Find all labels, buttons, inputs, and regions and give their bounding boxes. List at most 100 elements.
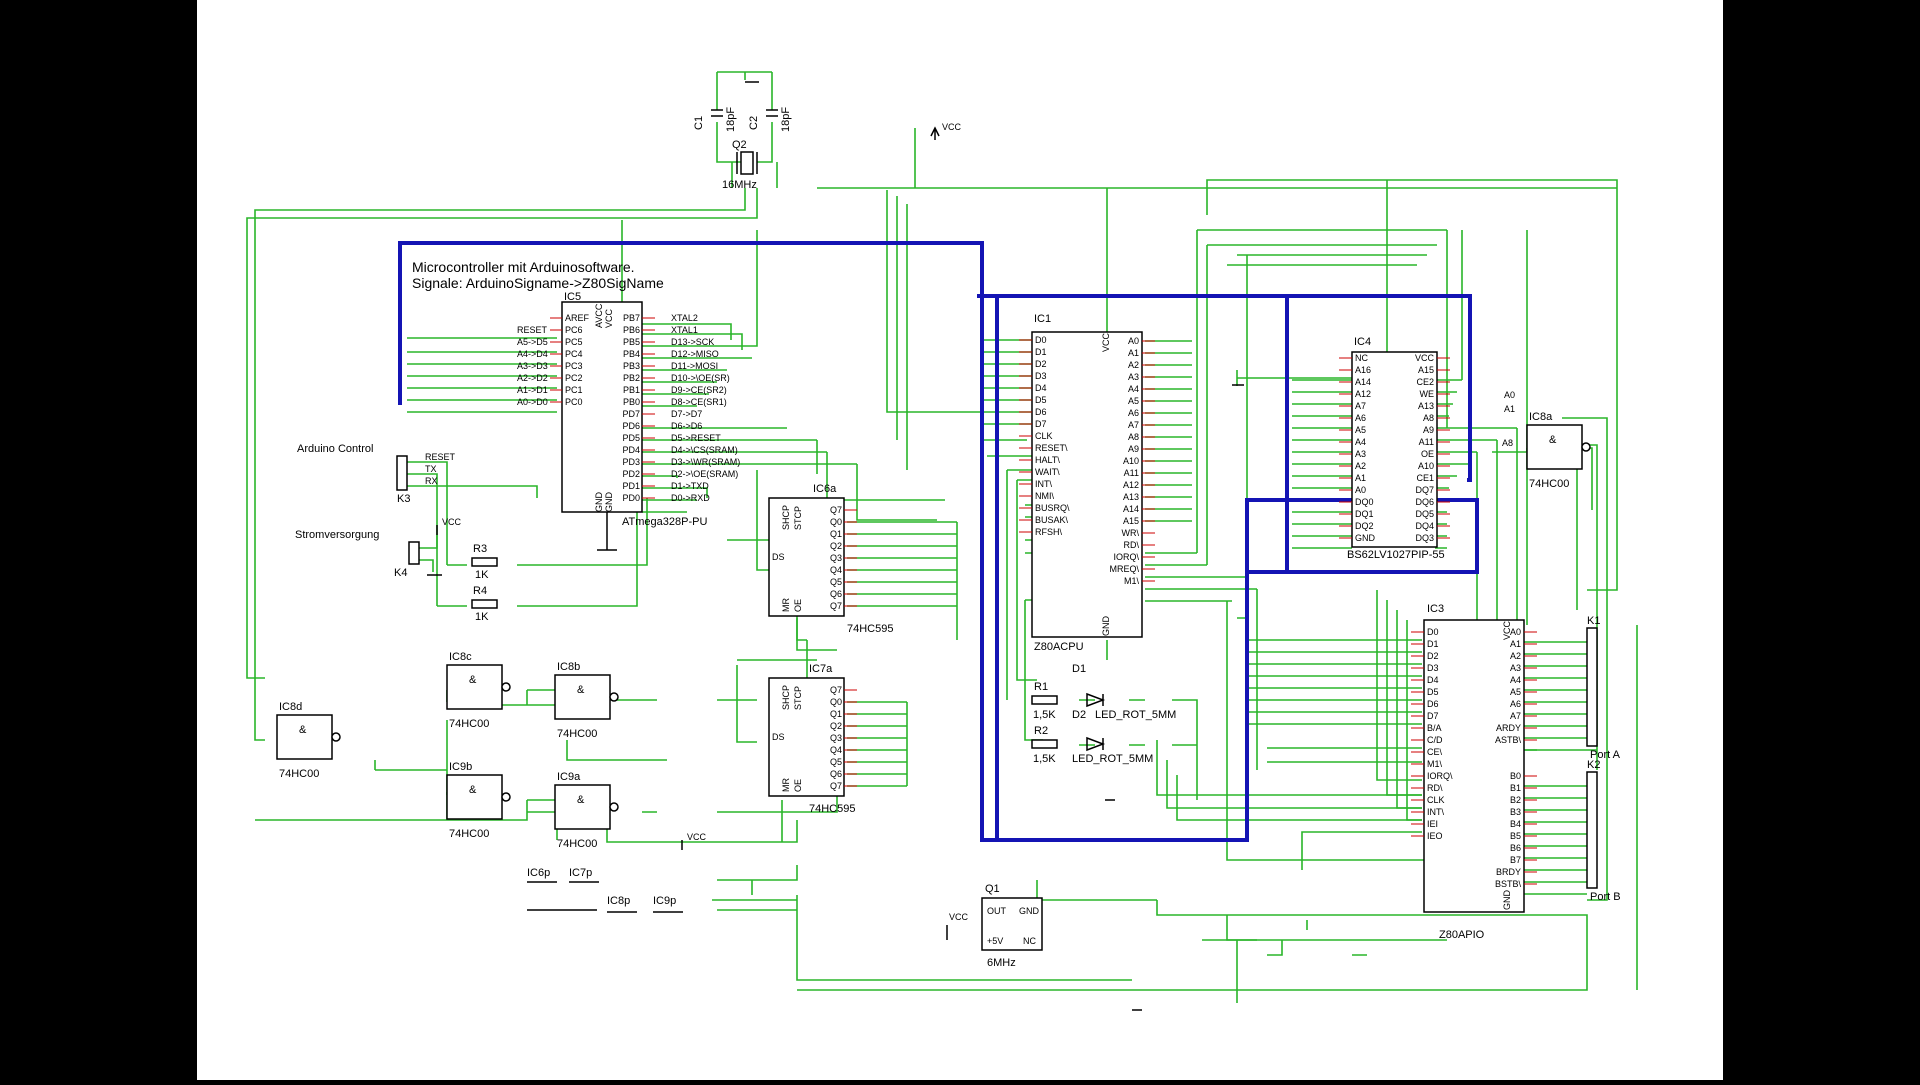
nand-gates: IC8c&74HC00IC8b&74HC00IC8d&74HC00IC9b&74… (276, 411, 1591, 850)
gate-ic8b: IC8b&74HC00 (554, 661, 619, 740)
ic3-left-pin-8: B/A (1427, 723, 1442, 733)
ic5-sigR-pin-7: D8->CE(SR1) (671, 397, 727, 407)
ic5-sigL-pin-1: A5->D5 (517, 337, 548, 347)
q1-nc: NC (1023, 936, 1036, 946)
ic5-right-pin-10: PD5 (622, 433, 640, 443)
ic4-right-pin-13: DQ5 (1415, 509, 1434, 519)
ic9p-name: IC9p (653, 895, 676, 907)
gate-symbol: & (299, 724, 307, 736)
ic5-sigL-pin-2: A4->D4 (517, 349, 548, 359)
ic6a-name: IC6a (813, 483, 837, 495)
ic3-gnd: GND (1502, 890, 1512, 911)
ic4-right-pin-8: OE (1421, 449, 1434, 459)
ic6a-out-pin-4: Q3 (830, 553, 842, 563)
gate-name: IC9a (557, 771, 581, 783)
q1-5v: +5V (987, 936, 1003, 946)
ic5-left-pin-0: AREF (565, 313, 590, 323)
ic4-right-pin-3: WE (1420, 389, 1435, 399)
gate-name: IC9b (449, 761, 472, 773)
ic4-right-pins: VCCA15CE2WEA13A8A9A11OEA10CE1DQ7DQ6DQ5DQ… (1415, 353, 1450, 543)
ic6a-out-pin-2: Q1 (830, 529, 842, 539)
ic4-right-pin-11: DQ7 (1415, 485, 1434, 495)
gate-symbol: & (469, 784, 477, 796)
ic4-part: BS62LV1027PIP-55 (1347, 549, 1445, 561)
ic3-left-pin-7: D7 (1427, 711, 1439, 721)
ic1-right-pin-13: A13 (1123, 492, 1139, 502)
ic1-right-pin-7: A7 (1128, 420, 1139, 430)
gate-symbol: & (577, 794, 585, 806)
ic3-rb-pin-1: B1 (1510, 783, 1521, 793)
gate-inverter-bubble (501, 792, 511, 802)
gate-inverter-bubble (331, 732, 341, 742)
ic1-left-pin-13: NMI\ (1035, 491, 1054, 501)
k3-tx: TX (425, 464, 437, 474)
ic1-z80cpu: IC1 Z80ACPU VCC GND D0D1D2D3D4D5D6D7CLKR… (1019, 313, 1155, 653)
ic4-right-pin-9: A10 (1418, 461, 1434, 471)
arduino-control-label: Arduino Control (297, 443, 373, 455)
ic3-rb-pin-8: BRDY (1496, 867, 1521, 877)
r4-value: 1K (475, 611, 489, 623)
q1-gnd: GND (1019, 906, 1040, 916)
ic4-right-pin-2: CE2 (1416, 377, 1434, 387)
gate-part: 74HC00 (449, 718, 489, 730)
ic4-sram: IC4 BS62LV1027PIP-55 NCA16A14A12A7A6A5A4… (1339, 336, 1515, 561)
ic1-left-pin-4: D4 (1035, 383, 1047, 393)
ic3-ra-pin-0: A0 (1510, 627, 1521, 637)
ic6a-shcp: SHCP (781, 505, 791, 530)
ic4-right-pin-5: A8 (1423, 413, 1434, 423)
ic4-left-pin-1: A16 (1355, 365, 1371, 375)
gate-part: 74HC00 (449, 828, 489, 840)
ic1-left-pin-0: D0 (1035, 335, 1047, 345)
ic5-sigL-pin-4: A2->D2 (517, 373, 548, 383)
ic3-left-pin-1: D1 (1427, 639, 1439, 649)
ic7a-name: IC7a (809, 663, 833, 675)
ic5-right-pin-13: PD2 (622, 469, 640, 479)
ic5-vcc: VCC (604, 308, 614, 328)
ic4-right-pin-7: A11 (1419, 437, 1434, 447)
ic7a-out-pin-6: Q5 (830, 757, 842, 767)
ic7a-out-pin-2: Q1 (830, 709, 842, 719)
ic5-sigL-pin-0: RESET (517, 325, 548, 335)
ic4-right-pin-15: DQ3 (1415, 533, 1434, 543)
ic5-sigR-pin-6: D9->CE(SR2) (671, 385, 727, 395)
ic3-ra-pin-7: A7 (1510, 711, 1521, 721)
ic3-rb-pin-0: B0 (1510, 771, 1521, 781)
ic5-sigL-pin-6: A0->D0 (517, 397, 548, 407)
ic5-right-pin-15: PD0 (622, 493, 640, 503)
ic5-sigR-pin-12: D3->\WR(SRAM) (671, 457, 740, 467)
gate-symbol: & (1549, 434, 1557, 446)
ic3-rb-pin-5: B5 (1510, 831, 1521, 841)
ic1-left-pin-6: D6 (1035, 407, 1047, 417)
ic7a-out-pin-8: Q7 (830, 781, 842, 791)
ic3-left-pin-3: D3 (1427, 663, 1439, 673)
ic7a-shcp: SHCP (781, 685, 791, 710)
gate-inverter-bubble (501, 682, 511, 692)
ic5-atmega: IC5 ATmega328P-PU AREFPC6PC5PC4PC3PC2PC1… (517, 291, 740, 551)
k3-name: K3 (397, 493, 410, 505)
c1-value: 18pF (725, 107, 737, 132)
vcc-label-power: VCC (442, 517, 462, 527)
ic5-sigR-pin-1: XTAL1 (671, 325, 698, 335)
ic5-right-pin-6: PB1 (623, 385, 640, 395)
ic5-right-pin-4: PB3 (623, 361, 640, 371)
ic5-right-pin-5: PB2 (623, 373, 640, 383)
ic5-right-pin-3: PB4 (623, 349, 640, 359)
ic5-sigR-pin-13: D2->\OE(SRAM) (671, 469, 738, 479)
ic3-left-pin-0: D0 (1427, 627, 1439, 637)
c1-name: C1 (693, 116, 705, 130)
gate-ic9a: IC9a&74HC00 (554, 771, 619, 850)
arduino-control: Arduino Control K3 RESET TX RX Stromvers… (295, 443, 498, 623)
ic7a-out-pin-7: Q6 (830, 769, 842, 779)
ic4-left-pin-11: A0 (1355, 485, 1366, 495)
gate-body (554, 784, 611, 830)
ic1-gnd: GND (1101, 616, 1111, 637)
ic3-left-pin-15: INT\ (1427, 807, 1444, 817)
k3-reset: RESET (425, 452, 456, 462)
r2-name: R2 (1034, 725, 1048, 737)
ic4-left-pin-4: A7 (1355, 401, 1366, 411)
ic1-left-pin-5: D5 (1035, 395, 1047, 405)
gate-inverter-bubble (609, 692, 619, 702)
ic4-left-pin-14: DQ2 (1355, 521, 1374, 531)
ic5-sigR-pin-5: D10->\OE(SR) (671, 373, 730, 383)
